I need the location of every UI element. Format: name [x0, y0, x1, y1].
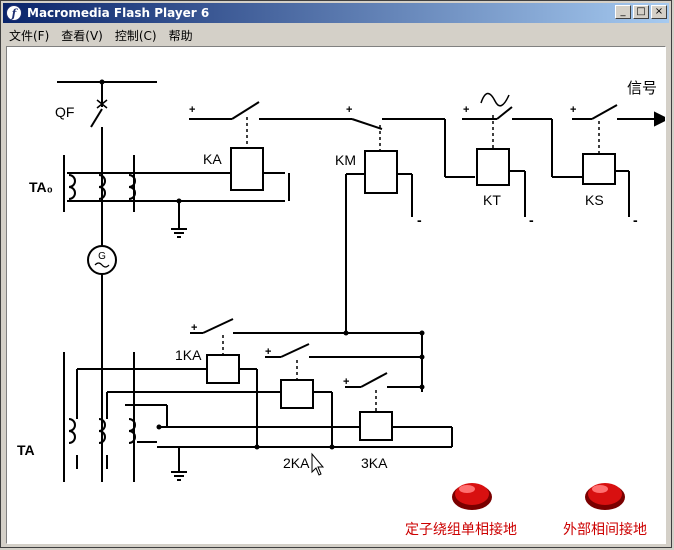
generator-icon: G — [87, 245, 117, 275]
svg-text:G: G — [98, 251, 106, 262]
relay-protection-diagram: G QF TA₀ TA KA KM KT KS 1KA 2KA 3KA 信号 +… — [17, 79, 665, 537]
stator-fault-button[interactable] — [452, 483, 492, 510]
menu-help[interactable]: 帮助 — [168, 28, 193, 43]
mouse-cursor-icon — [311, 452, 325, 476]
flash-stage: G QF TA₀ TA KA KM KT KS 1KA 2KA 3KA 信号 +… — [6, 46, 666, 544]
external-fault-label[interactable]: 外部相间接地 — [563, 521, 647, 537]
kt-label: KT — [483, 192, 501, 208]
menu-bar: 文件(F) 查看(V) 控制(C) 帮助 — [3, 25, 669, 45]
window-controls: _ □ × — [613, 5, 667, 19]
ta-label: TA — [17, 442, 35, 458]
ka3-label: 3KA — [361, 455, 388, 471]
minus-label-ks: - — [633, 212, 638, 228]
km-label: KM — [335, 152, 356, 168]
ta0-label: TA₀ — [29, 179, 53, 195]
signal-label: 信号 — [627, 80, 657, 97]
plus-label-ka: + — [189, 104, 195, 116]
stator-fault-label[interactable]: 定子绕组单相接地 — [405, 521, 517, 537]
plus-label-2ka: + — [265, 346, 271, 358]
window-title: Macromedia Flash Player 6 — [27, 6, 210, 20]
close-button[interactable]: × — [651, 5, 667, 19]
plus-label-1ka: + — [191, 322, 197, 334]
plus-label-km: + — [346, 104, 352, 116]
plus-label-ks: + — [570, 104, 576, 116]
menu-view[interactable]: 查看(V) — [61, 28, 103, 43]
menu-control[interactable]: 控制(C) — [114, 28, 157, 43]
menu-file[interactable]: 文件(F) — [9, 28, 50, 43]
plus-label-3ka: + — [343, 376, 349, 388]
minus-label-kt: - — [529, 212, 534, 228]
ka1-label: 1KA — [175, 347, 202, 363]
minus-label-km: - — [417, 212, 422, 228]
flash-player-icon: f — [6, 5, 22, 21]
qf-label: QF — [55, 104, 74, 120]
ka2-label: 2KA — [283, 455, 310, 471]
title-bar[interactable]: f Macromedia Flash Player 6 _ □ × — [3, 3, 669, 23]
ka-label: KA — [203, 151, 222, 167]
plus-label-kt: + — [463, 104, 469, 116]
maximize-button[interactable]: □ — [633, 5, 649, 19]
ks-label: KS — [585, 192, 604, 208]
close-icon: × — [654, 6, 664, 17]
external-fault-button[interactable] — [585, 483, 625, 510]
minimize-button[interactable]: _ — [615, 5, 631, 19]
minimize-icon: _ — [620, 6, 626, 17]
maximize-icon: □ — [636, 6, 646, 17]
